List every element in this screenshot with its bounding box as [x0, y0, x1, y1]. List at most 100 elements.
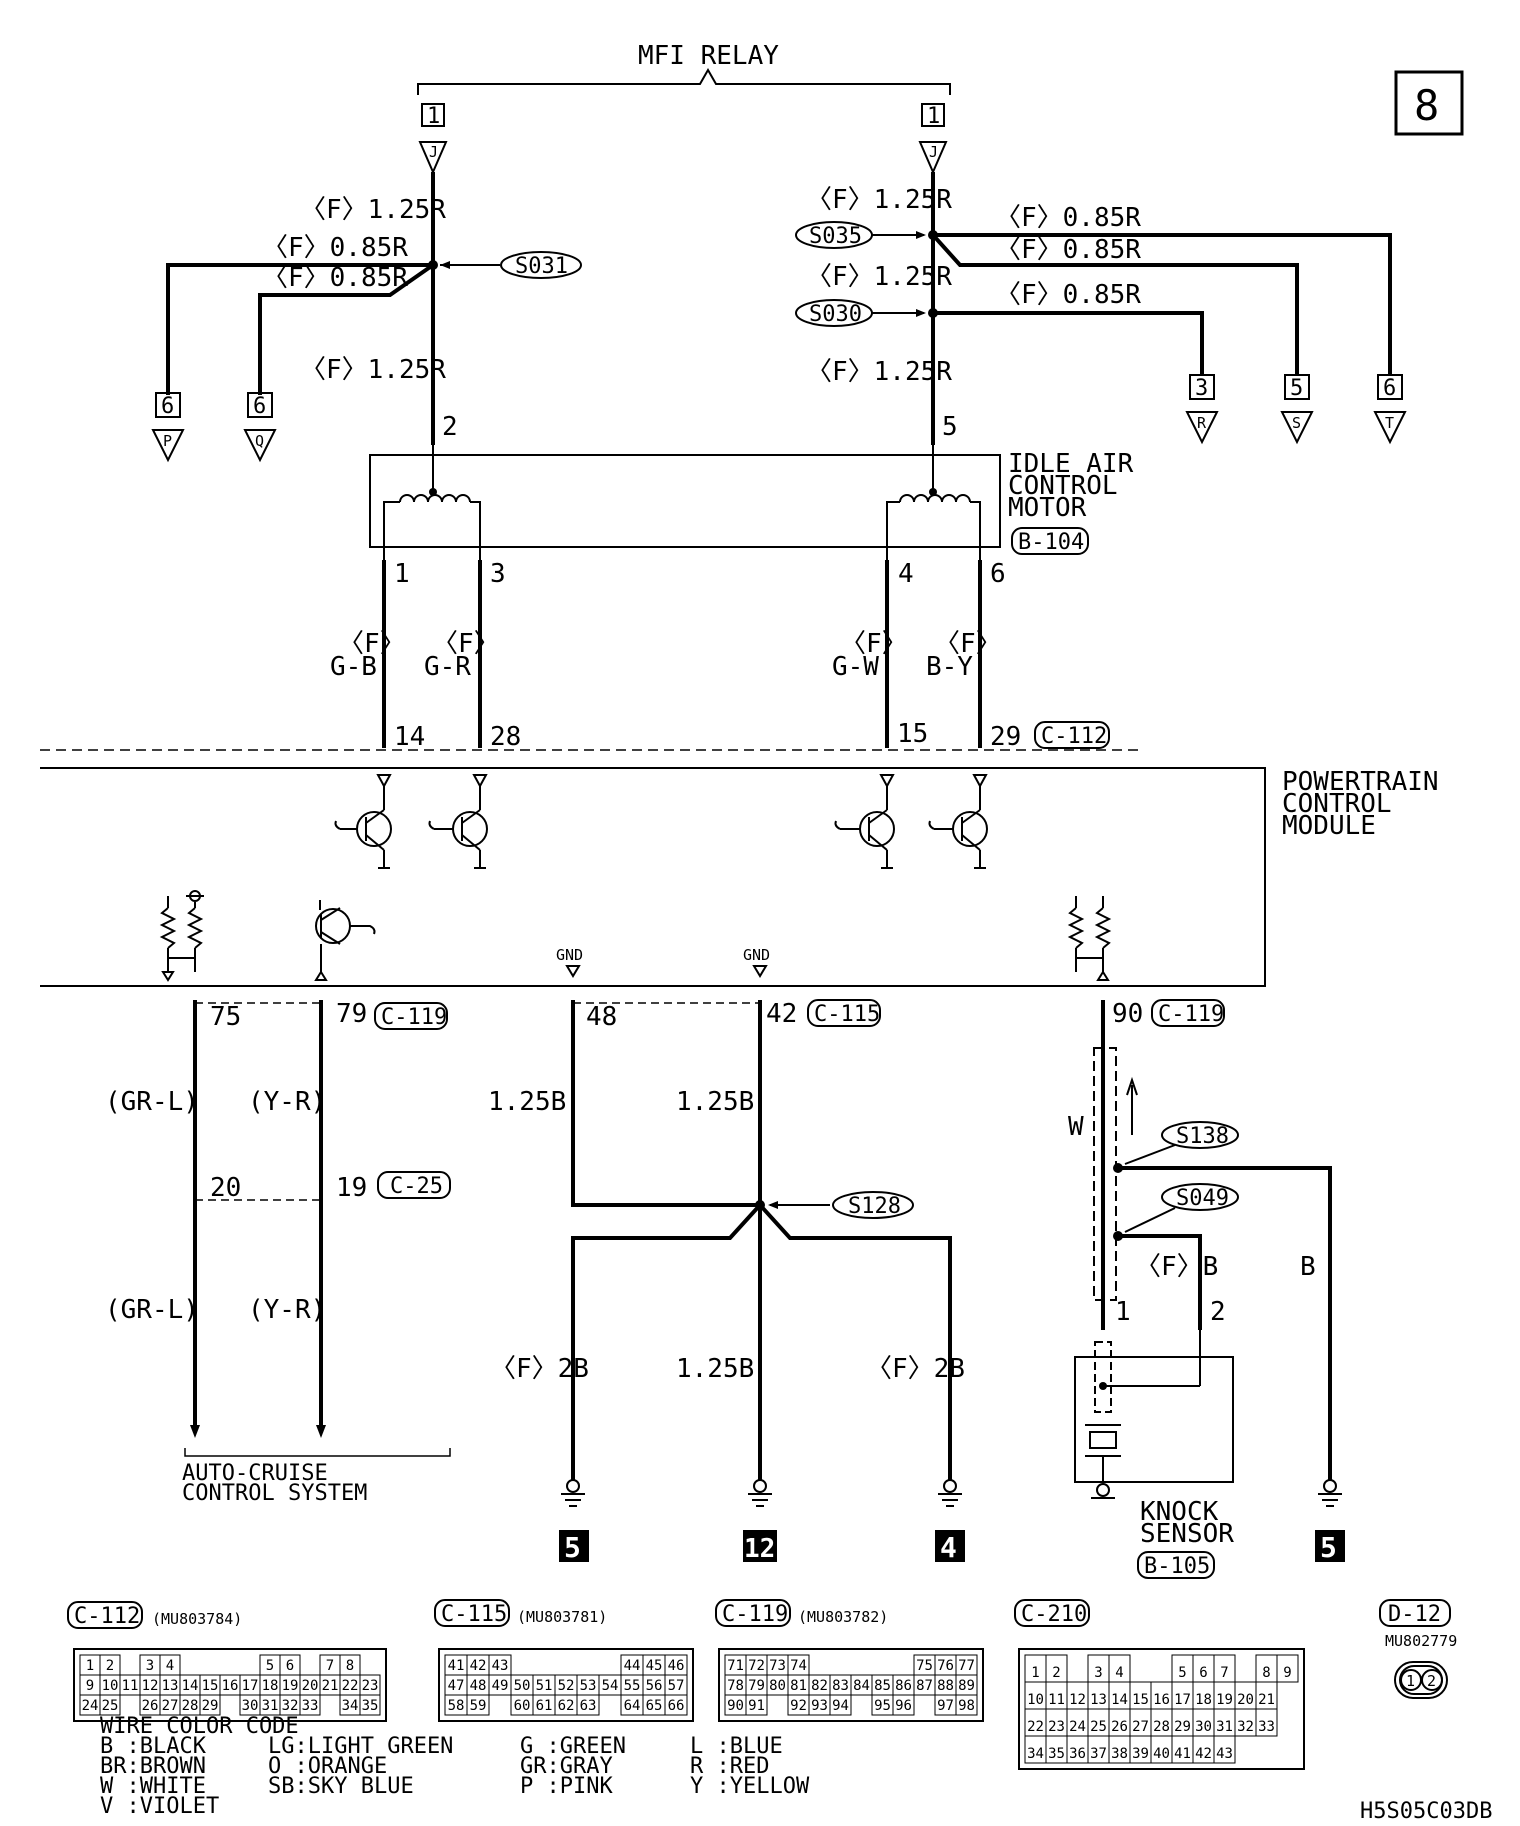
- mfi-relay-title: MFI RELAY: [638, 41, 779, 71]
- color-code-gr: GR:GRAY: [520, 1754, 613, 1779]
- connector-pin-number: 35: [1048, 1746, 1065, 1762]
- wire-right-mid: 〈F〉1.25R: [806, 262, 952, 292]
- connector-pin-number: 39: [1132, 1746, 1149, 1762]
- connector-pin-number: 83: [832, 1678, 849, 1694]
- relay-left-pin: 1: [427, 104, 440, 129]
- splice-s138-label: S138: [1176, 1124, 1229, 1149]
- connector-pin-number: 8: [1262, 1665, 1270, 1681]
- connector-pin-number: 15: [202, 1678, 219, 1694]
- ground-2-badge: [743, 1530, 777, 1562]
- connector-pin-number: 26: [1111, 1719, 1128, 1735]
- splice-s138: [1161, 1121, 1239, 1149]
- connector-pin-cell: [955, 1694, 978, 1716]
- pcm-connector-c119b: C-119: [1158, 1002, 1224, 1027]
- wire-4-color: B-Y: [926, 652, 973, 682]
- connector-pin-number: 6: [1199, 1665, 1207, 1681]
- connector-pin-number: 4: [1115, 1665, 1123, 1681]
- knock-title-1: KNOCK: [1140, 1497, 1219, 1527]
- offpage-p-num: 6: [161, 394, 174, 419]
- connector-pin-number: 66: [668, 1698, 685, 1714]
- transistor-icon: [834, 774, 895, 869]
- iac-pin-2: 2: [442, 412, 458, 442]
- connector-pin-number: 78: [727, 1678, 744, 1694]
- connector-pin-number: 30: [242, 1698, 259, 1714]
- splice-s030: [795, 299, 873, 327]
- connector-pin-number: 32: [1237, 1719, 1254, 1735]
- page-number-box: [1394, 70, 1464, 136]
- connector-pin-number: 3: [146, 1658, 154, 1674]
- pcm-pin-42: 42: [766, 999, 797, 1029]
- connector-pin-number: 9: [1283, 1665, 1291, 1681]
- conn-c112-part: (MU803784): [152, 1610, 242, 1628]
- connector-pin-number: 14: [182, 1678, 199, 1694]
- conn-c119-part: (MU803782): [798, 1608, 888, 1626]
- auto-cruise-arrow-icon: [190, 1425, 200, 1438]
- splice-s138-dot: [1113, 1163, 1123, 1173]
- connector-pin-number: 73: [769, 1658, 786, 1674]
- connector-pin-number: 42: [470, 1658, 487, 1674]
- connector-pin-number: 31: [262, 1698, 279, 1714]
- auto-cruise-line-1: AUTO-CRUISE: [182, 1461, 328, 1486]
- connector-housing: [438, 1648, 694, 1722]
- connector-pin-number: 24: [82, 1698, 99, 1714]
- connector-pin-number: 51: [536, 1678, 553, 1694]
- offpage-s-num: 5: [1290, 376, 1303, 401]
- connector-pin-number: 59: [470, 1698, 487, 1714]
- connector-pin-number: 25: [1090, 1719, 1107, 1735]
- connector-pin-number: 19: [1216, 1692, 1233, 1708]
- wire-gnd-mid-lower: 1.25B: [676, 1354, 754, 1384]
- page-number: 8: [1414, 81, 1439, 130]
- connector-housing: [1018, 1648, 1305, 1770]
- connector-pin-number: 43: [492, 1658, 509, 1674]
- connector-pin-number: 21: [322, 1678, 339, 1694]
- color-code-l: L :BLUE: [690, 1734, 783, 1759]
- connector-pin-number: 23: [362, 1678, 379, 1694]
- wire-3-f: 〈F〉: [840, 629, 908, 659]
- connector-pin-number: 71: [727, 1658, 744, 1674]
- conn-c210-label: C-210: [1021, 1602, 1087, 1627]
- resistor-icon: [1067, 896, 1112, 981]
- pcm-pin-15: 15: [897, 719, 928, 749]
- connector-pin-number: 20: [1237, 1692, 1254, 1708]
- offpage-p-letter: P: [163, 432, 172, 450]
- connector-pin-number: 10: [102, 1678, 119, 1694]
- transistor-icon: [314, 900, 376, 981]
- pcm-pin-90: 90: [1112, 999, 1143, 1029]
- ground-icon: [938, 1479, 962, 1507]
- connector-pin-number: 38: [1111, 1746, 1128, 1762]
- connector-pin-number: 7: [1220, 1665, 1228, 1681]
- connector-pin-number: 5: [266, 1658, 274, 1674]
- relay-right-pin: 1: [927, 104, 940, 129]
- transistor-icon: [928, 774, 988, 869]
- connector-pin-number: 96: [895, 1698, 912, 1714]
- offpage-s-letter: S: [1292, 414, 1301, 432]
- connector-pin-number: 34: [342, 1698, 359, 1714]
- connector-pin-number: 10: [1027, 1692, 1044, 1708]
- connector-pin-cell: [1213, 1735, 1236, 1764]
- connector-pin-number: 63: [580, 1698, 597, 1714]
- color-code-y: Y :YELLOW: [690, 1774, 810, 1799]
- connector-pin-number: 46: [668, 1658, 685, 1674]
- conn-c119-label: C-119: [722, 1602, 788, 1627]
- offpage-q-num: 6: [253, 394, 266, 419]
- connector-pin-number: 64: [624, 1698, 641, 1714]
- connector-pin-number: 76: [937, 1658, 954, 1674]
- ground-3-label: 4: [940, 1531, 957, 1564]
- connector-pin-number: 14: [1111, 1692, 1128, 1708]
- connector-pin-number: 48: [470, 1678, 487, 1694]
- splice-s031-label: S031: [515, 254, 568, 279]
- color-code-r: R :RED: [690, 1754, 769, 1779]
- iac-motor-box: [369, 454, 1001, 548]
- connector-pin-number: 16: [222, 1678, 239, 1694]
- wire-left-lower: 〈F〉1.25R: [300, 355, 446, 385]
- connector-pin-number: 15: [1132, 1692, 1149, 1708]
- connector-pin-number: 12: [142, 1678, 159, 1694]
- color-code-g: G :GREEN: [520, 1734, 626, 1759]
- relay-right-pin-box: [921, 103, 945, 127]
- color-code-o: O :ORANGE: [268, 1754, 387, 1779]
- pin-19: 19: [336, 1173, 367, 1203]
- offpage-p-arrow-icon: [151, 429, 185, 463]
- offpage-r-arrow-icon: [1185, 411, 1219, 445]
- splice-s030-label: S030: [809, 302, 862, 327]
